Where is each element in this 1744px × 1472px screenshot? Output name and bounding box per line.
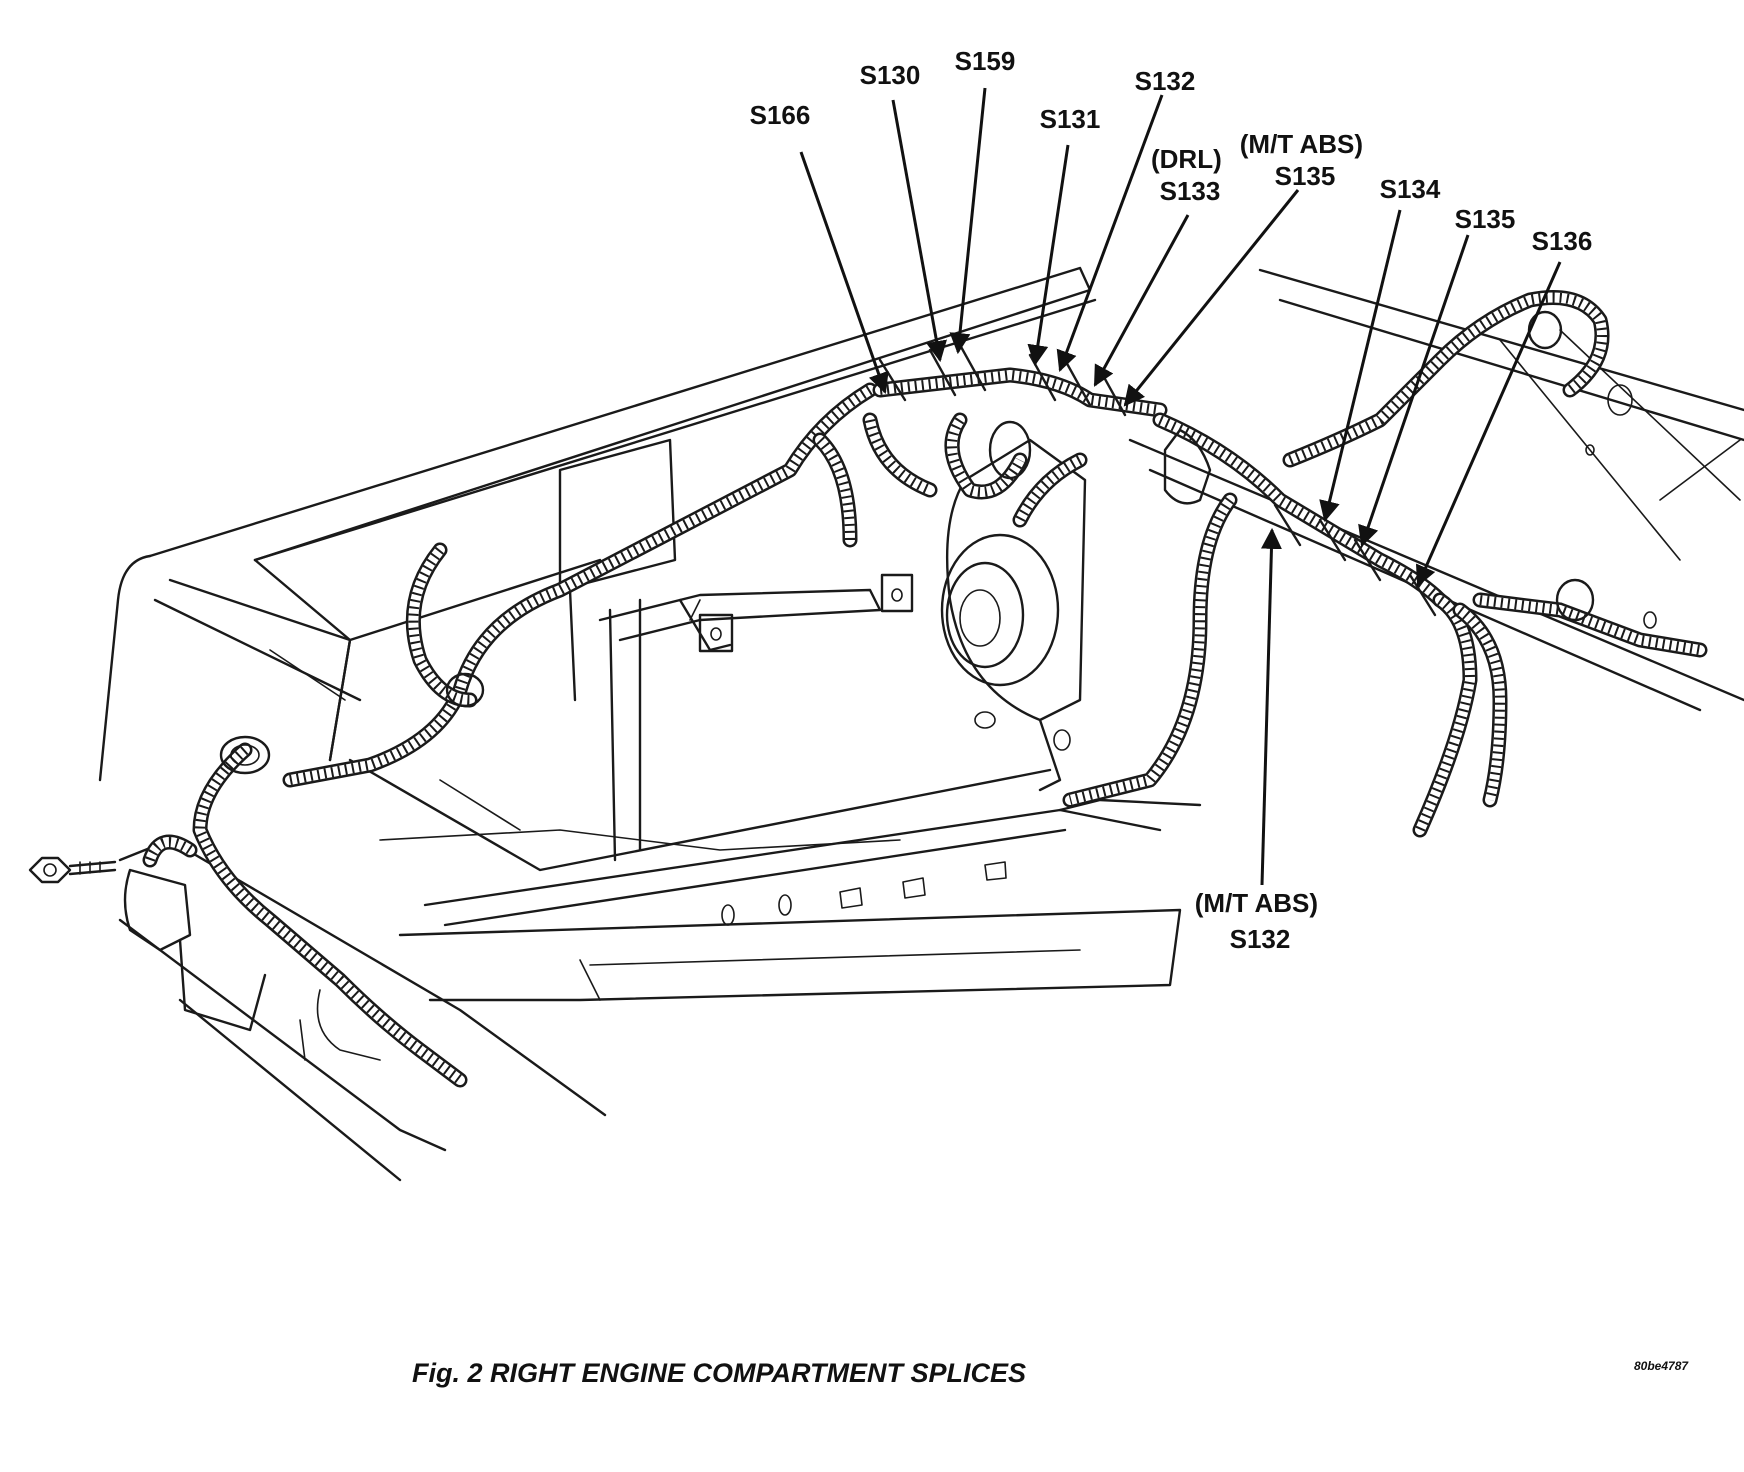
callout-s133: (DRL) S133 [1151,144,1229,206]
fender-panel [98,266,1097,782]
grommets [219,310,1595,775]
leader-s134 [1319,209,1402,523]
callout-s166: S166 [750,100,811,130]
lower-frame [118,838,607,1182]
leader-s135 [1358,234,1470,547]
callout-s132-mt: (M/T ABS) S132 [1195,888,1325,954]
leader-s136 [1415,261,1562,587]
leader-s131 [1027,144,1070,367]
leader-s130 [891,99,947,363]
callout-s131: S131 [1040,104,1101,134]
leader-s166 [799,151,889,394]
callout-s136: S136 [1532,226,1593,256]
bracket-assembly [558,438,914,862]
callout-s159: S159 [955,46,1016,76]
leader-s159 [949,87,987,355]
power-brake-booster [940,438,1087,792]
callout-s135: S135 [1455,204,1516,234]
callout-s132-top: S132 [1135,66,1196,96]
frame-rail [398,798,1202,1002]
leader-s132-top [1056,94,1164,372]
leader-s133 [1093,214,1190,387]
callout-s134: S134 [1380,174,1441,204]
leader-s135-mt [1123,189,1300,407]
figure-caption: Fig. 2 RIGHT ENGINE COMPARTMENT SPLICES [412,1358,1026,1388]
bolt-icon [28,856,117,884]
leader-s132-mt [1260,527,1282,886]
leader-lines [799,87,1562,886]
callout-s130: S130 [860,60,921,90]
wiring-harness [142,290,1708,1088]
callout-s135-mt: (M/T ABS) S135 [1240,129,1370,191]
figure-code: 80be4787 [1634,1359,1689,1373]
callout-labels: S166 S130 S159 S131 S132 (DRL) S133 (M/T… [750,46,1593,954]
